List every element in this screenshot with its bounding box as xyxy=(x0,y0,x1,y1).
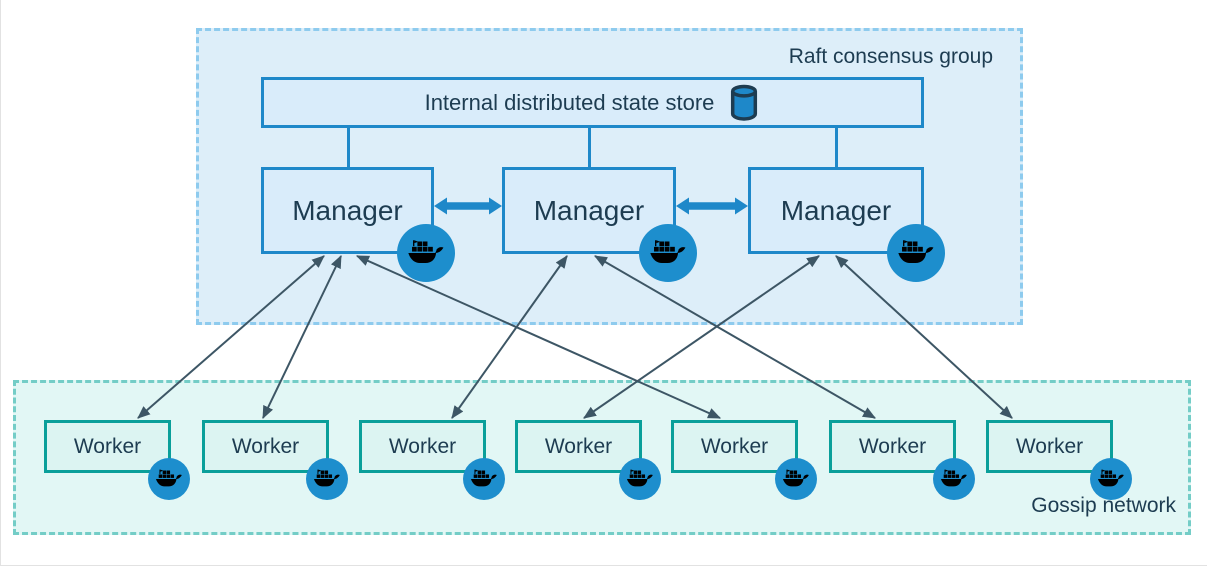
docker-whale-icon xyxy=(887,224,945,282)
gossip-network-label: Gossip network xyxy=(1031,494,1176,517)
worker-5-label: Worker xyxy=(700,434,769,458)
worker-2-node: Worker xyxy=(202,420,329,473)
state-store-box: Internal distributed state store xyxy=(261,77,924,128)
docker-whale-icon xyxy=(1090,458,1132,500)
store-to-manager-1-connector xyxy=(347,128,350,167)
manager-3-label: Manager xyxy=(780,194,892,226)
worker-3-node: Worker xyxy=(359,420,486,473)
docker-whale-icon xyxy=(397,224,455,282)
worker-6-label: Worker xyxy=(858,434,927,458)
docker-whale-icon xyxy=(619,458,661,500)
worker-7-node: Worker xyxy=(986,420,1113,473)
store-to-manager-3-connector xyxy=(835,128,838,167)
database-cylinder-icon xyxy=(731,84,758,121)
worker-2-label: Worker xyxy=(231,434,300,458)
manager1-manager2-double-arrow-icon xyxy=(434,197,502,215)
worker-3-label: Worker xyxy=(388,434,457,458)
manager-1-label: Manager xyxy=(292,194,403,226)
store-to-manager-2-connector xyxy=(588,128,591,167)
manager2-manager3-double-arrow-icon xyxy=(676,197,748,215)
docker-whale-icon xyxy=(933,458,975,500)
docker-whale-icon xyxy=(463,458,505,500)
worker-1-label: Worker xyxy=(73,434,142,458)
docker-whale-icon xyxy=(639,224,697,282)
worker-4-node: Worker xyxy=(515,420,642,473)
worker-6-node: Worker xyxy=(829,420,956,473)
worker-1-node: Worker xyxy=(44,420,171,473)
state-store-label: Internal distributed state store xyxy=(424,89,715,115)
manager-2-label: Manager xyxy=(533,194,645,226)
docker-whale-icon xyxy=(775,458,817,500)
raft-consensus-group-label: Raft consensus group xyxy=(788,45,993,68)
worker-7-label: Worker xyxy=(1015,434,1084,458)
docker-whale-icon xyxy=(306,458,348,500)
worker-4-label: Worker xyxy=(544,434,613,458)
docker-whale-icon xyxy=(148,458,190,500)
worker-5-node: Worker xyxy=(671,420,798,473)
